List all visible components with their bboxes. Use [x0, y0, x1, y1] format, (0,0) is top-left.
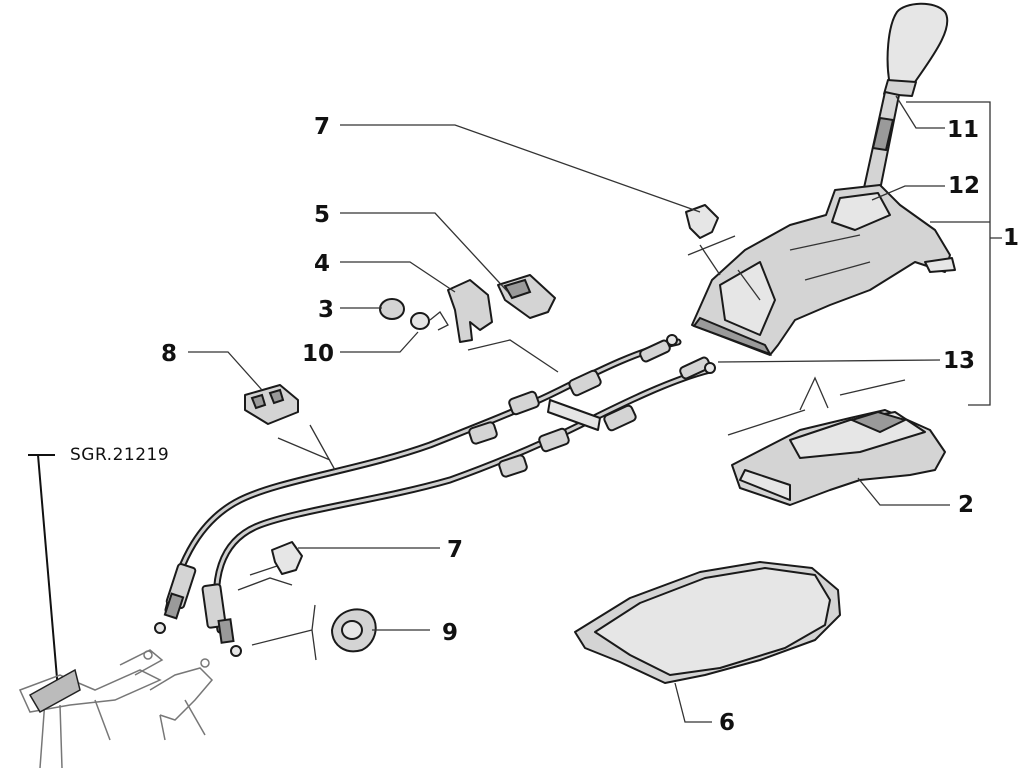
part-7-clip-top [685, 204, 719, 239]
callout-7-bottom: 7 [447, 537, 463, 563]
callout-6: 6 [719, 710, 735, 736]
part-7-clip-bottom [271, 541, 303, 575]
part-8-bracket [244, 384, 299, 425]
shift-cables [154, 334, 716, 661]
callout-7-top: 7 [314, 114, 330, 140]
callout-leaders [188, 95, 1002, 723]
gear-boot [727, 376, 946, 506]
gear-lever-assembly [687, 2, 956, 356]
vehicle-reference-sketch: SGR.21219 [18, 445, 214, 768]
callout-13: 13 [943, 348, 975, 374]
callouts: 1 2 3 4 5 6 7 7 8 9 10 11 12 13 [161, 114, 1019, 736]
callout-10: 10 [302, 341, 334, 367]
part-3-grommet [379, 298, 405, 320]
callout-12: 12 [948, 173, 980, 199]
trim-cover [574, 561, 841, 684]
callout-4: 4 [314, 251, 330, 277]
callout-2: 2 [958, 492, 974, 518]
callout-1: 1 [1003, 225, 1019, 251]
gear-lever-housing [691, 184, 951, 356]
callout-5: 5 [314, 202, 330, 228]
callout-11: 11 [947, 117, 979, 143]
part-10-bush [410, 311, 449, 331]
gear-knob [886, 2, 949, 86]
reference-code-label: SGR.21219 [70, 445, 169, 465]
callout-3: 3 [318, 297, 334, 323]
callout-8: 8 [161, 341, 177, 367]
part-9-grommet [331, 608, 377, 653]
callout-9: 9 [442, 620, 458, 646]
part-4-bracket [447, 279, 493, 343]
